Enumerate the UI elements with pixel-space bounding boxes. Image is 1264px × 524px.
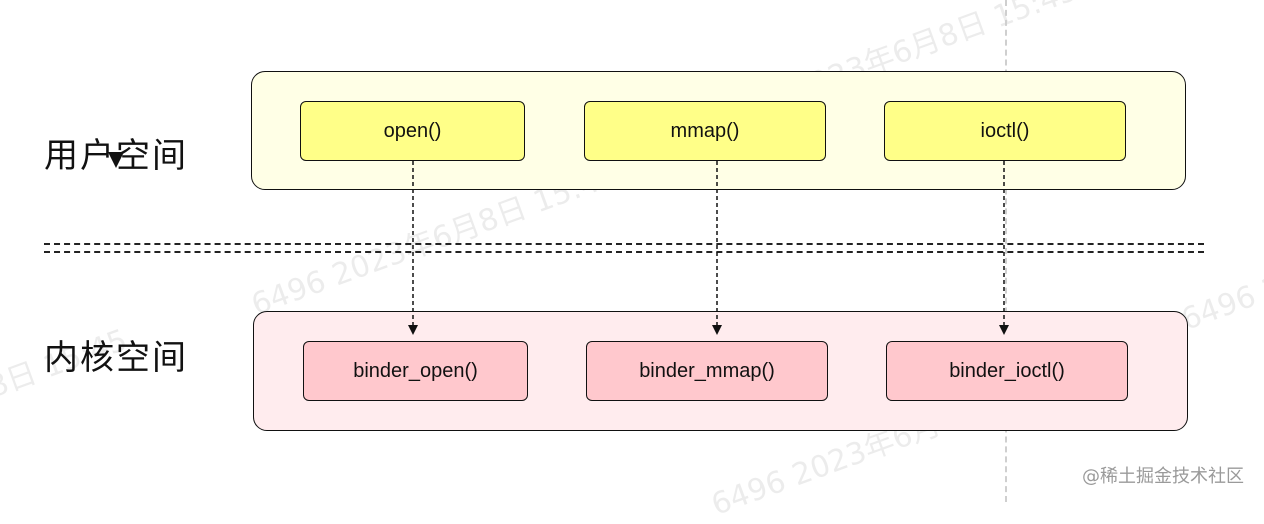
credit-text: @稀土掘金技术社区 (1082, 466, 1244, 487)
binder-ioctl-box: binder_ioctl() (886, 341, 1128, 401)
ioctl-call-box: ioctl() (884, 101, 1126, 161)
boundary-line-bottom (44, 251, 1204, 253)
binder-mmap-box: binder_mmap() (586, 341, 828, 401)
binder-open-box: binder_open() (303, 341, 528, 401)
cursor-icon (108, 152, 124, 168)
open-call-box: open() (300, 101, 525, 161)
mmap-call-box: mmap() (584, 101, 826, 161)
boundary-line-top (44, 243, 1204, 245)
kernel-space-label: 内核空间 (44, 338, 188, 378)
call-arrows (108, 152, 1009, 335)
